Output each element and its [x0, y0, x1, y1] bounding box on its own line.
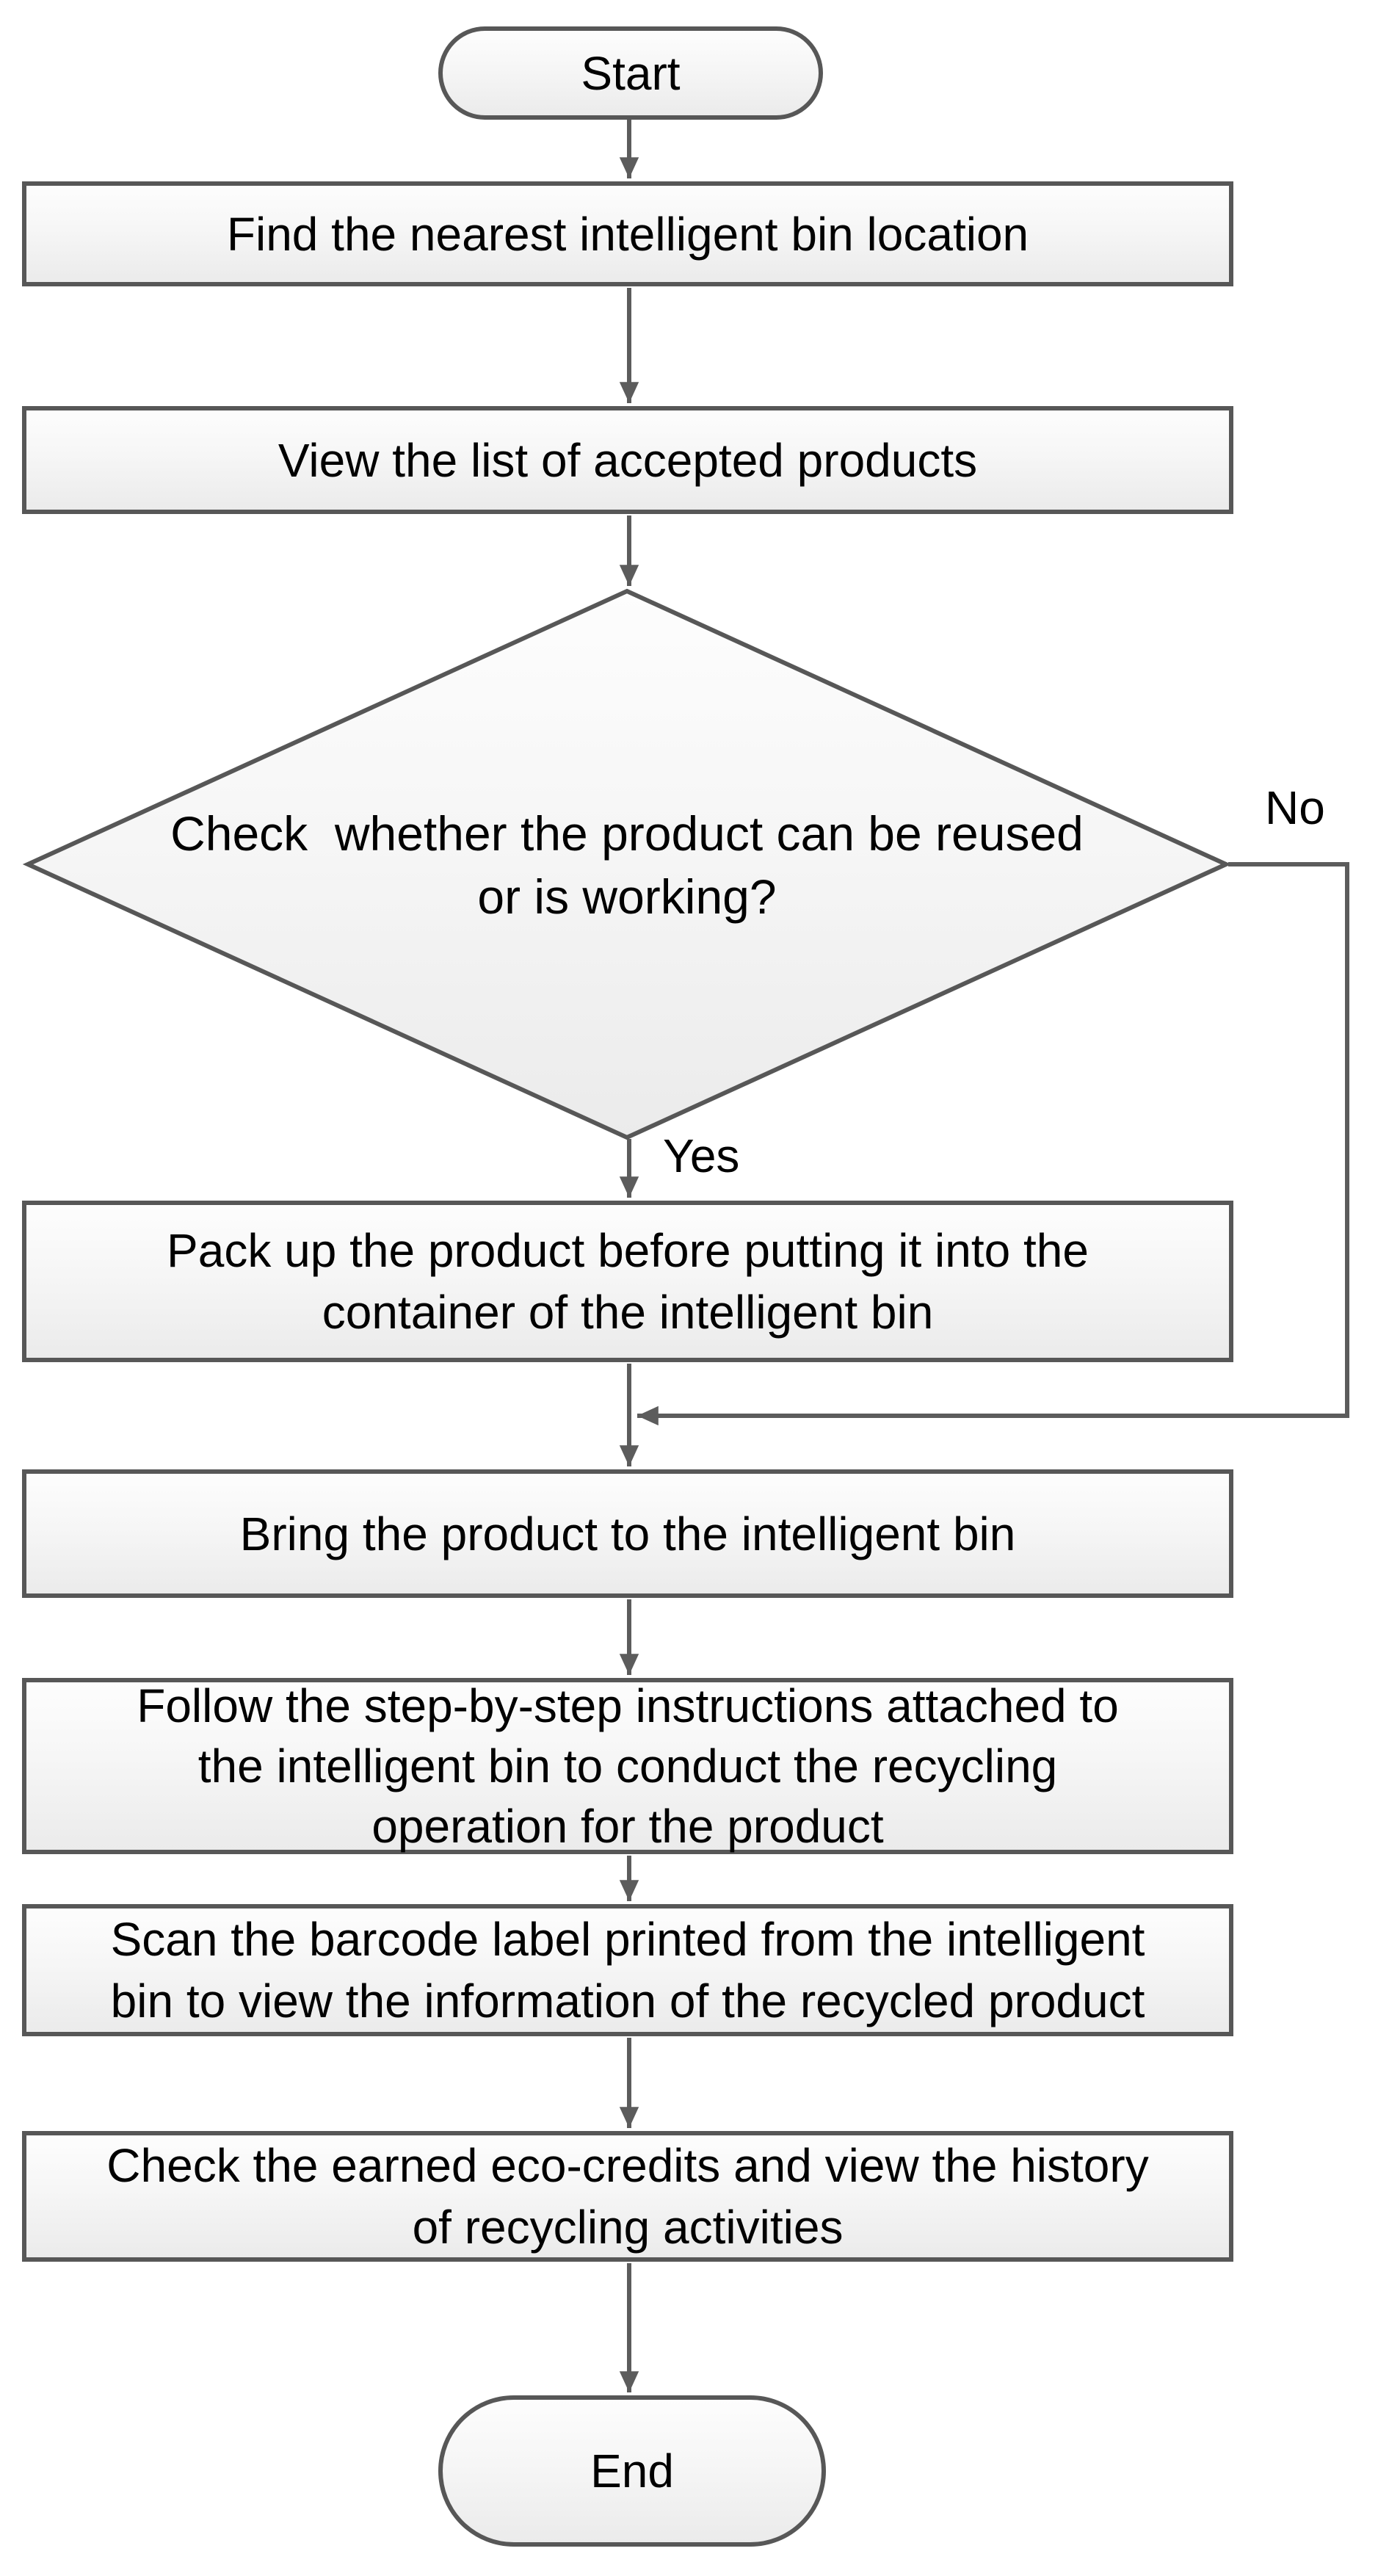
- node-decision-check-reuse: Check whether the product can be reused …: [170, 806, 1084, 924]
- node-pack-up-product: Pack up the product before putting it in…: [22, 1201, 1233, 1362]
- decision-shape: [22, 588, 1232, 1140]
- node-scan-barcode: Scan the barcode label printed from the …: [22, 1904, 1233, 2036]
- node-view-accepted-products: View the list of accepted products: [22, 406, 1233, 514]
- node-find-bin-location: Find the nearest intelligent bin locatio…: [22, 181, 1233, 286]
- decision-yes-label: Yes: [663, 1129, 740, 1182]
- node-bring-product: Bring the product to the intelligent bin: [22, 1469, 1233, 1598]
- decision-no-label: No: [1265, 781, 1325, 834]
- node-check-eco-credits: Check the earned eco-credits and view th…: [22, 2131, 1233, 2262]
- node-start: Start: [438, 26, 823, 120]
- edge-decision-no-to-merge: [637, 862, 1349, 1426]
- node-follow-instructions: Follow the step-by-step instructions att…: [22, 1678, 1233, 1854]
- node-end: End: [438, 2395, 826, 2547]
